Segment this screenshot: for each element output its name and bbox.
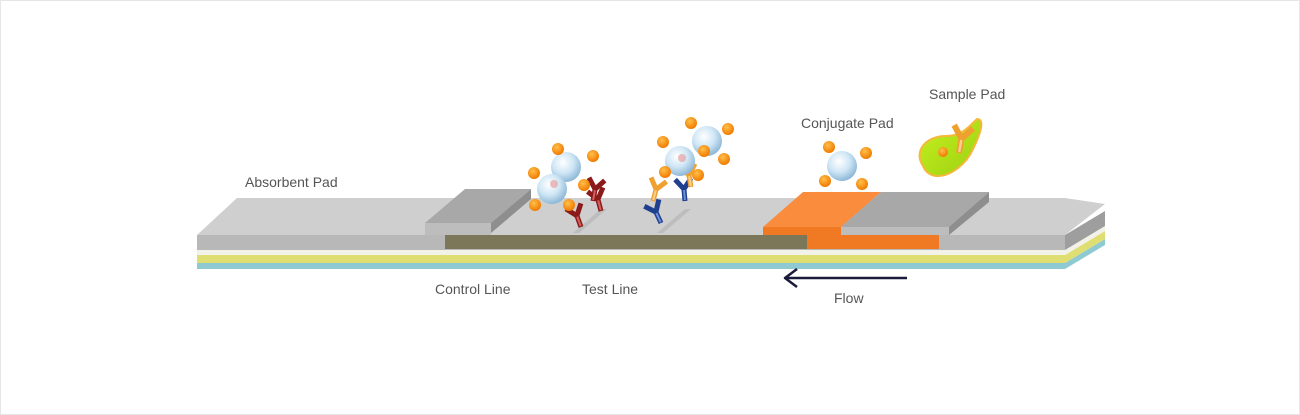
test-line-captured-particles <box>657 117 734 181</box>
test-line-label: Test Line <box>582 281 639 297</box>
control-line-captured-particles <box>528 143 599 211</box>
sample-pad-block <box>841 192 989 235</box>
absorbent-pad <box>425 189 531 235</box>
strip-backing-layers <box>197 226 1105 269</box>
conjugate-pad-block <box>763 192 939 249</box>
conjugate-particle <box>819 141 872 190</box>
absorbent-pad-label: Absorbent Pad <box>245 174 338 190</box>
arrow-left-icon <box>783 268 907 288</box>
test-line-stripe <box>657 209 691 233</box>
nitrocellulose-band <box>445 235 807 249</box>
sample-pad-label: Sample Pad <box>929 86 1006 102</box>
conjugate-pad-label: Conjugate Pad <box>801 115 894 131</box>
sample-analyte <box>918 117 983 178</box>
control-line-label: Control Line <box>435 281 511 297</box>
flow-label: Flow <box>834 290 864 306</box>
control-line-stripe <box>573 209 607 233</box>
